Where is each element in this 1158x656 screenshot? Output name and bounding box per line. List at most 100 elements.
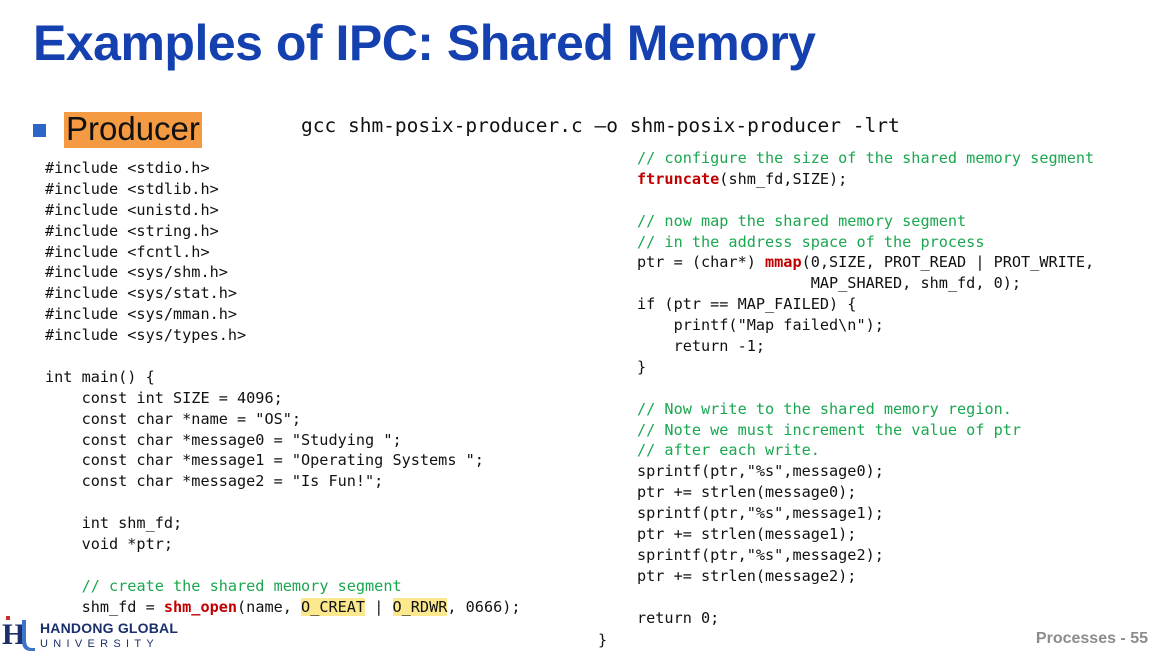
code-text: , 0666); [447, 597, 521, 616]
code-line: } [637, 357, 1094, 378]
code-text: #include <string.h> [45, 221, 219, 240]
code-text: #include <sys/shm.h> [45, 263, 228, 282]
code-text: int main() { [45, 367, 155, 386]
code-text: sprintf(ptr,"%s",message0); [637, 462, 884, 481]
code-line [45, 492, 521, 513]
code-function: mmap [765, 253, 802, 272]
svg-text:H: H [2, 618, 25, 651]
code-text: (0,SIZE, PROT_READ | PROT_WRITE, [801, 253, 1095, 272]
code-line: // Now write to the shared memory region… [637, 399, 1094, 420]
code-line: const char *message0 = "Studying "; [45, 430, 521, 451]
code-line: const char *message1 = "Operating System… [45, 450, 521, 471]
code-comment: // Note we must increment the value of p… [637, 420, 1022, 439]
code-line: int shm_fd; [45, 513, 521, 534]
code-line: #include <fcntl.h> [45, 242, 521, 263]
code-text: const char *name = "OS"; [45, 409, 302, 428]
code-line: if (ptr == MAP_FAILED) { [637, 294, 1094, 315]
code-block-left: #include <stdio.h> #include <stdlib.h> #in… [45, 158, 521, 618]
code-text: #include <sys/types.h> [45, 326, 247, 345]
code-line: #include <stdio.h> [45, 158, 521, 179]
code-text: return 0; [637, 608, 720, 627]
code-text: MAP_SHARED, shm_fd, 0); [637, 274, 1022, 293]
code-line: ptr += strlen(message2); [637, 566, 1094, 587]
code-text: } [637, 357, 647, 376]
code-line: ptr += strlen(message0); [637, 482, 1094, 503]
code-highlight: O_CREAT [301, 597, 366, 616]
code-line: sprintf(ptr,"%s",message0); [637, 461, 1094, 482]
code-line: ftruncate(shm_fd,SIZE); [637, 169, 1094, 190]
code-line: printf("Map failed\n"); [637, 315, 1094, 336]
code-text: const int SIZE = 4096; [45, 388, 283, 407]
code-text: ptr += strlen(message1); [637, 525, 857, 544]
code-text: sprintf(ptr,"%s",message2); [637, 545, 884, 564]
producer-label: Producer [64, 110, 202, 148]
code-line [637, 587, 1094, 608]
code-function: ftruncate [637, 169, 720, 188]
code-line [637, 378, 1094, 399]
code-text: return -1; [637, 337, 766, 356]
code-text: void *ptr; [45, 535, 174, 554]
code-comment: // create the shared memory segment [81, 576, 402, 595]
code-text: (name, [237, 597, 302, 616]
code-line: #include <sys/stat.h> [45, 283, 521, 304]
code-line: MAP_SHARED, shm_fd, 0); [637, 273, 1094, 294]
code-function: shm_open [163, 597, 238, 616]
code-line: sprintf(ptr,"%s",message1); [637, 503, 1094, 524]
code-text: sprintf(ptr,"%s",message1); [637, 504, 884, 523]
code-text: const char *message0 = "Studying "; [45, 430, 402, 449]
code-text: #include <sys/stat.h> [45, 284, 238, 303]
code-line: void *ptr; [45, 534, 521, 555]
code-comment: // now map the shared memory segment [637, 211, 967, 230]
code-line: #include <sys/types.h> [45, 325, 521, 346]
code-line: #include <string.h> [45, 221, 521, 242]
university-logo: H HANDONG GLOBAL UNIVERSITY [2, 610, 178, 654]
code-text: #include <stdlib.h> [45, 179, 219, 198]
code-line: // create the shared memory segment [45, 576, 521, 597]
bullet-square-icon [33, 124, 46, 137]
compile-command: gcc shm-posix-producer.c –o shm-posix-pr… [301, 114, 900, 137]
code-line: #include <stdlib.h> [45, 179, 521, 200]
code-text: #include <fcntl.h> [45, 242, 210, 261]
code-text: int shm_fd; [45, 514, 183, 533]
code-line: int main() { [45, 367, 521, 388]
code-line [45, 346, 521, 367]
code-line: shm_fd = shm_open(name, O_CREAT | O_RDWR… [45, 597, 521, 618]
code-line: // Note we must increment the value of p… [637, 420, 1094, 441]
hgu-logo-icon: H [2, 616, 35, 651]
slide-title: Examples of IPC: Shared Memory [33, 15, 816, 71]
code-comment: // after each write. [637, 441, 820, 460]
code-line: // now map the shared memory segment [637, 211, 1094, 232]
page-label: Processes - 55 [1035, 630, 1148, 647]
code-line [45, 555, 521, 576]
code-text: const char *message1 = "Operating System… [45, 451, 484, 470]
code-text: ptr += strlen(message0); [637, 483, 857, 502]
code-text: shm_fd = [45, 597, 164, 616]
code-text: printf("Map failed\n"); [637, 316, 884, 335]
code-line: const char *message2 = "Is Fun!"; [45, 471, 521, 492]
code-line: ptr += strlen(message1); [637, 524, 1094, 545]
code-comment: // Now write to the shared memory region… [637, 399, 1012, 418]
code-line: return 0; [637, 608, 1094, 629]
code-line: return -1; [637, 336, 1094, 357]
code-line: // in the address space of the process [637, 232, 1094, 253]
code-line: #include <unistd.h> [45, 200, 521, 221]
logo-name: HANDONG GLOBAL [40, 620, 179, 636]
code-comment: // configure the size of the shared memo… [637, 149, 1095, 167]
code-line [637, 190, 1094, 211]
code-text: ptr = (char*) [637, 253, 766, 272]
code-block-right: // configure the size of the shared memo… [637, 148, 1094, 628]
code-text: #include <stdio.h> [45, 159, 210, 177]
code-line: // after each write. [637, 440, 1094, 461]
code-line: sprintf(ptr,"%s",message2); [637, 545, 1094, 566]
code-text: | [365, 597, 393, 616]
code-text [45, 577, 82, 595]
code-line: const int SIZE = 4096; [45, 388, 521, 409]
code-comment: // in the address space of the process [637, 232, 985, 251]
code-text: #include <unistd.h> [45, 200, 219, 219]
logo-subtitle: UNIVERSITY [40, 638, 160, 650]
code-line: #include <sys/mman.h> [45, 304, 521, 325]
code-text: if (ptr == MAP_FAILED) { [637, 295, 857, 314]
code-text: const char *message2 = "Is Fun!"; [45, 472, 384, 491]
code-line: ptr = (char*) mmap(0,SIZE, PROT_READ | P… [637, 252, 1094, 273]
code-text: (shm_fd,SIZE); [719, 169, 848, 188]
